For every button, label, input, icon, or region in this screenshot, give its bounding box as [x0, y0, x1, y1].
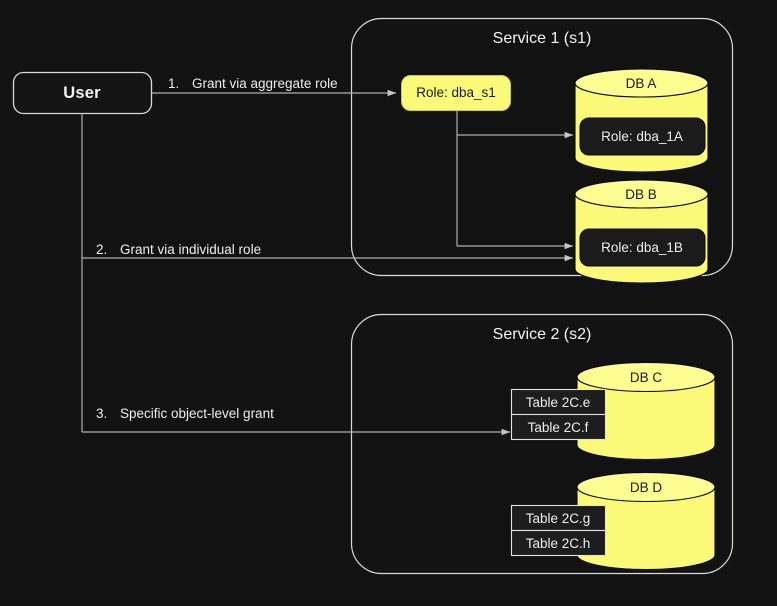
db-c-table-label-1: Table 2C.f	[527, 420, 589, 435]
db-d-table-row-1	[510, 529, 607, 557]
db-d-cylinder	[576, 471, 716, 571]
db-a-role-box	[579, 117, 706, 156]
role-chip-dba-s1-label: Role: dba_s1	[416, 85, 496, 100]
db-c-table-label-0: Table 2C.e	[525, 395, 591, 410]
service-2-container	[350, 313, 734, 575]
edge-label-1-text: Grant via aggregate role	[192, 76, 338, 91]
edge-label-3-number: 3.	[96, 406, 108, 421]
edge-label-2-number: 2.	[96, 242, 108, 257]
db-d-title: DB D	[629, 480, 663, 495]
db-b-title: DB B	[625, 187, 657, 202]
db-c-title: DB C	[629, 370, 663, 385]
service-2-title: Service 2 (s2)	[492, 326, 592, 343]
db-c-table-row-1	[510, 413, 607, 441]
db-b-role-label: Role: dba_1B	[601, 240, 683, 255]
db-a-title: DB A	[625, 76, 657, 91]
db-b-role-box	[579, 228, 706, 267]
db-d-table-row-0	[510, 504, 607, 532]
db-d-table-label-1: Table 2C.h	[525, 536, 591, 551]
edge-label-2-text: Grant via individual role	[120, 242, 262, 257]
edge-label-3-text: Specific object-level grant	[120, 406, 274, 421]
db-c-table-row-0	[510, 388, 607, 416]
db-a-role-label: Role: dba_1A	[601, 129, 683, 144]
db-c-cylinder	[576, 361, 716, 461]
db-d-table-label-0: Table 2C.g	[525, 511, 591, 526]
user-label: User	[63, 84, 101, 102]
service-1-container	[350, 17, 734, 277]
service-1-title: Service 1 (s1)	[492, 30, 592, 47]
role-chip-dba-s1	[401, 75, 511, 111]
edge-label-1-number: 1.	[168, 76, 180, 91]
